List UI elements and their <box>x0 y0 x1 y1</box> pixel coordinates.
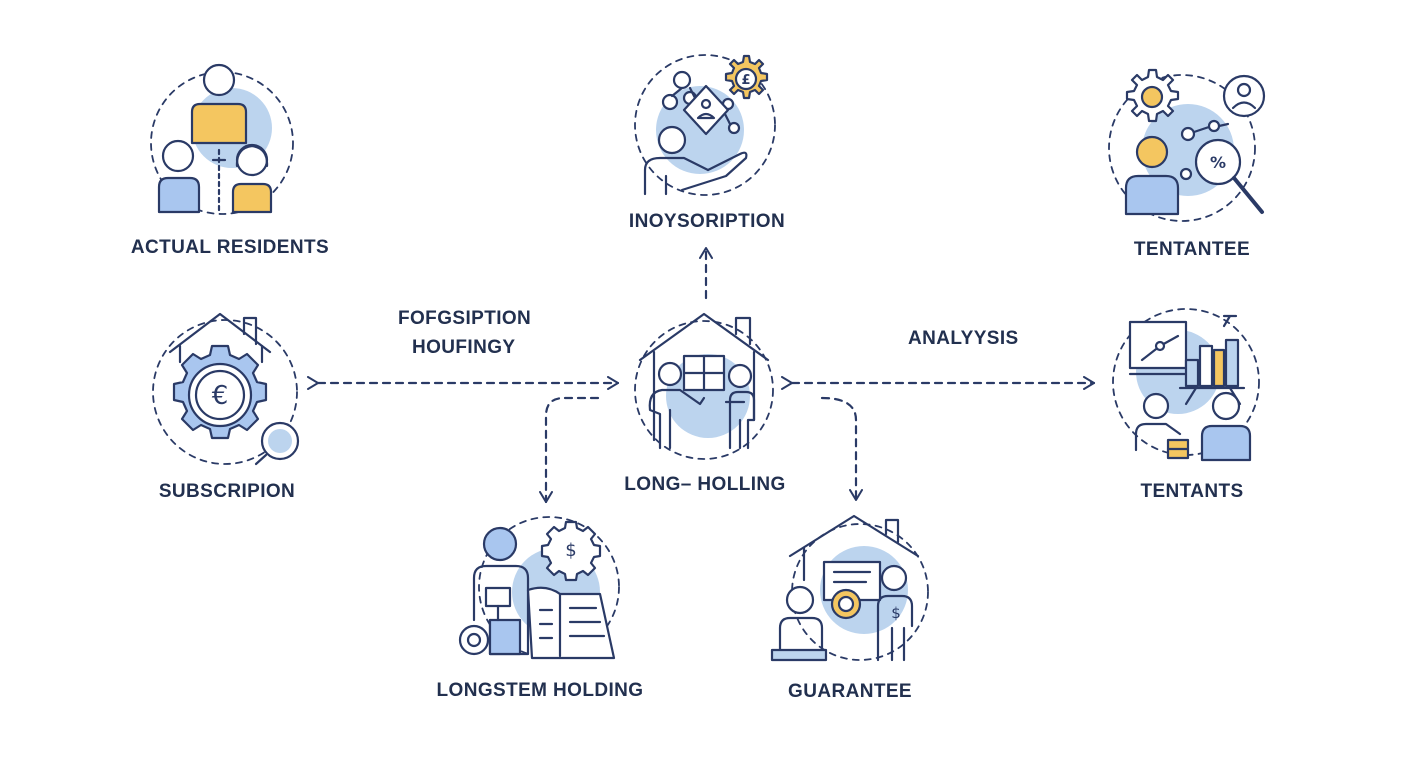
edge-center-to-guarantee <box>820 396 863 502</box>
node-label-subscription: SUBSCRIPION <box>158 481 296 502</box>
house-laptop-dollar-icon: $ <box>770 514 929 662</box>
node-label-inoysoription: INOYSORIPTION <box>628 211 786 232</box>
node-label-tentants: TENTANTS <box>1140 481 1244 502</box>
node-label-actual-residents: ACTUAL RESIDENTS <box>130 237 330 258</box>
svg-text:£: £ <box>741 73 750 88</box>
euro-gear-house-icon: € <box>152 312 300 466</box>
family-icon <box>150 63 294 215</box>
node-label-longstem-holding: LONGSTEM HOLDING <box>436 680 644 701</box>
svg-text:€: € <box>212 381 229 411</box>
edge-center-to-longstem <box>539 396 600 504</box>
edge-label-right: ANALYYSIS <box>908 328 1019 349</box>
edge-label-left-line2: HOUFINGY <box>412 337 516 358</box>
gear-magnifier-person-icon: % <box>1108 68 1266 222</box>
svg-text:$: $ <box>891 604 901 622</box>
svg-text:$: $ <box>565 540 576 561</box>
node-label-guarantee: GUARANTEE <box>788 681 912 702</box>
edge-label-left-line1: FOFGSIPTION <box>398 308 532 329</box>
network-handshake-icon: £ <box>634 54 776 196</box>
person-ledger-icon: $ <box>458 516 620 660</box>
house-people-icon <box>634 312 774 460</box>
node-label-long-holling: LONG– HOLLING <box>624 474 786 495</box>
presentation-chart-icon <box>1112 308 1260 462</box>
connectors <box>307 246 1096 504</box>
svg-text:%: % <box>1210 153 1226 172</box>
node-label-tentantee: TENTANTEE <box>1133 239 1251 260</box>
